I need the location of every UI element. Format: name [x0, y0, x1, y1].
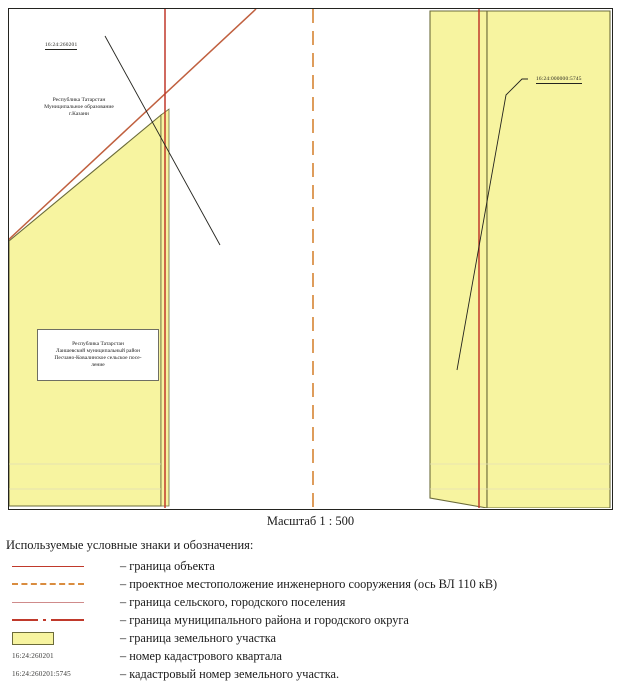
- solid-red-line-icon: [12, 565, 84, 567]
- dash-dot-red-line-icon: [12, 618, 84, 622]
- legend-symbol-container: [4, 629, 114, 647]
- scale-caption: Масштаб 1 : 500: [266, 514, 355, 528]
- legend-row-district-boundary: – граница муниципального района и городс…: [4, 611, 617, 629]
- settlement-laishevsky-line-3: Песчано-Ковалинское сельское посе-: [54, 355, 142, 361]
- legend-label-parcel-number: – кадастровый номер земельного участка.: [120, 666, 340, 681]
- map-vector-graphics: [9, 9, 611, 508]
- legend-label-engineering-axis: – проектное местоположение инженерного с…: [120, 576, 498, 591]
- map-frame: 16:24:260201 16:24:000000:5745 Республик…: [8, 8, 613, 510]
- cadastral-parcel-sample: 16:24:260201:5745: [12, 670, 71, 678]
- legend-row-engineering-axis: – проектное местоположение инженерного с…: [4, 575, 617, 593]
- legend-label-settlement-boundary: – граница сельского, городского поселени…: [120, 594, 346, 609]
- yellow-parcel-swatch-icon: [12, 631, 54, 645]
- leader-line-left: [104, 35, 221, 246]
- settlement-laishevsky-label: Республика Татарстан Лаишевский муниципа…: [37, 329, 159, 381]
- legend-symbol-container: 16:24:260201:5745: [4, 665, 114, 683]
- legend-row-parcel-boundary: – граница земельного участка: [4, 629, 617, 647]
- legend: Используемые условные знаки и обозначени…: [4, 538, 617, 683]
- parcel-polygon-left: [9, 113, 162, 507]
- legend-row-settlement-boundary: – граница сельского, городского поселени…: [4, 593, 617, 611]
- legend-label-district-boundary: – граница муниципального района и городс…: [120, 612, 409, 627]
- legend-row-parcel-number: 16:24:260201:5745 – кадастровый номер зе…: [4, 665, 617, 683]
- cadastral-parcel-label: 16:24:000000:5745: [536, 76, 582, 84]
- settlement-laishevsky-line-4: ление: [91, 362, 105, 369]
- parcel-polygon-right-b: [486, 10, 611, 508]
- legend-label-object-boundary: – граница объекта: [120, 558, 215, 573]
- cadastral-quarter-label: 16:24:260201: [45, 42, 78, 50]
- legend-label-quarter-number: – номер кадастрового квартала: [120, 648, 282, 663]
- legend-row-quarter-number: 16:24:260201 – номер кадастрового кварта…: [4, 647, 617, 665]
- cadastral-quarter-sample: 16:24:260201: [12, 652, 54, 660]
- legend-label-parcel-boundary: – граница земельного участка: [120, 630, 277, 645]
- settlement-boundary-diagonal: [9, 9, 257, 241]
- dashed-orange-line-icon: [12, 583, 84, 585]
- legend-row-object-boundary: – граница объекта: [4, 557, 617, 575]
- settlement-laishevsky-line-1: Республика Татарстан: [72, 340, 124, 347]
- legend-symbol-container: [4, 593, 114, 611]
- legend-title: Используемые условные знаки и обозначени…: [6, 538, 254, 552]
- municipality-kazan-line-3: г.Казани: [69, 110, 89, 117]
- legend-symbol-container: 16:24:260201: [4, 647, 114, 665]
- municipality-kazan-label: Республика Татарстан Муниципальное образ…: [23, 97, 135, 118]
- legend-symbol-container: [4, 611, 114, 629]
- municipality-kazan-line-2: Муниципальное образование: [44, 103, 114, 110]
- parcel-polygon-right-a: [429, 10, 488, 508]
- municipality-kazan-line-1: Республика Татарстан: [52, 97, 106, 103]
- solid-pink-line-icon: [12, 601, 84, 603]
- map-drawing-layer: [9, 9, 612, 509]
- leader-line-right: [456, 78, 528, 371]
- legend-symbol-container: [4, 557, 114, 575]
- settlement-laishevsky-line-2: Лаишевский муниципальный район: [55, 347, 141, 354]
- legend-symbol-container: [4, 575, 114, 593]
